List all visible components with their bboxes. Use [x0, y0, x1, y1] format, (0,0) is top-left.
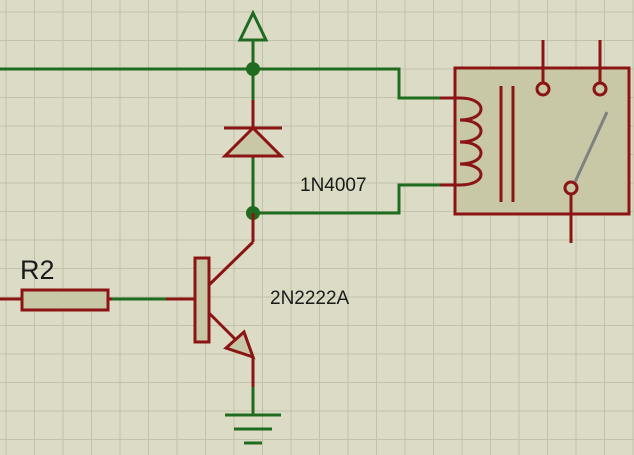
ground-symbol[interactable] [225, 413, 281, 445]
transistor-emitter-arrow [223, 329, 256, 360]
relay[interactable] [440, 40, 631, 243]
relay-contact-no [592, 81, 608, 97]
junction-dot-vcc [246, 62, 260, 76]
transistor-collector-leg [207, 240, 255, 287]
vcc-rail-wire[interactable] [0, 67, 442, 100]
transistor-label: 2N2222A [270, 288, 350, 309]
transistor-base-bar [193, 256, 211, 344]
diode-triangle [221, 125, 285, 158]
collector-node-wire[interactable] [251, 183, 442, 215]
diode-label: 1N4007 [300, 175, 367, 196]
resistor-body [20, 288, 110, 312]
wires [0, 38, 442, 415]
transistor-2n2222a[interactable] [166, 213, 256, 387]
vcc-power-symbol[interactable] [237, 9, 269, 42]
relay-coil [459, 96, 483, 187]
relay-switch-blade [573, 111, 609, 183]
relay-contact-nc [535, 81, 551, 97]
resistor-r2[interactable] [0, 288, 112, 312]
diode-1n4007[interactable] [221, 100, 285, 158]
resistor-label: R2 [20, 255, 55, 285]
vcc-arrow [237, 9, 269, 42]
relay-contact-common [563, 180, 579, 196]
